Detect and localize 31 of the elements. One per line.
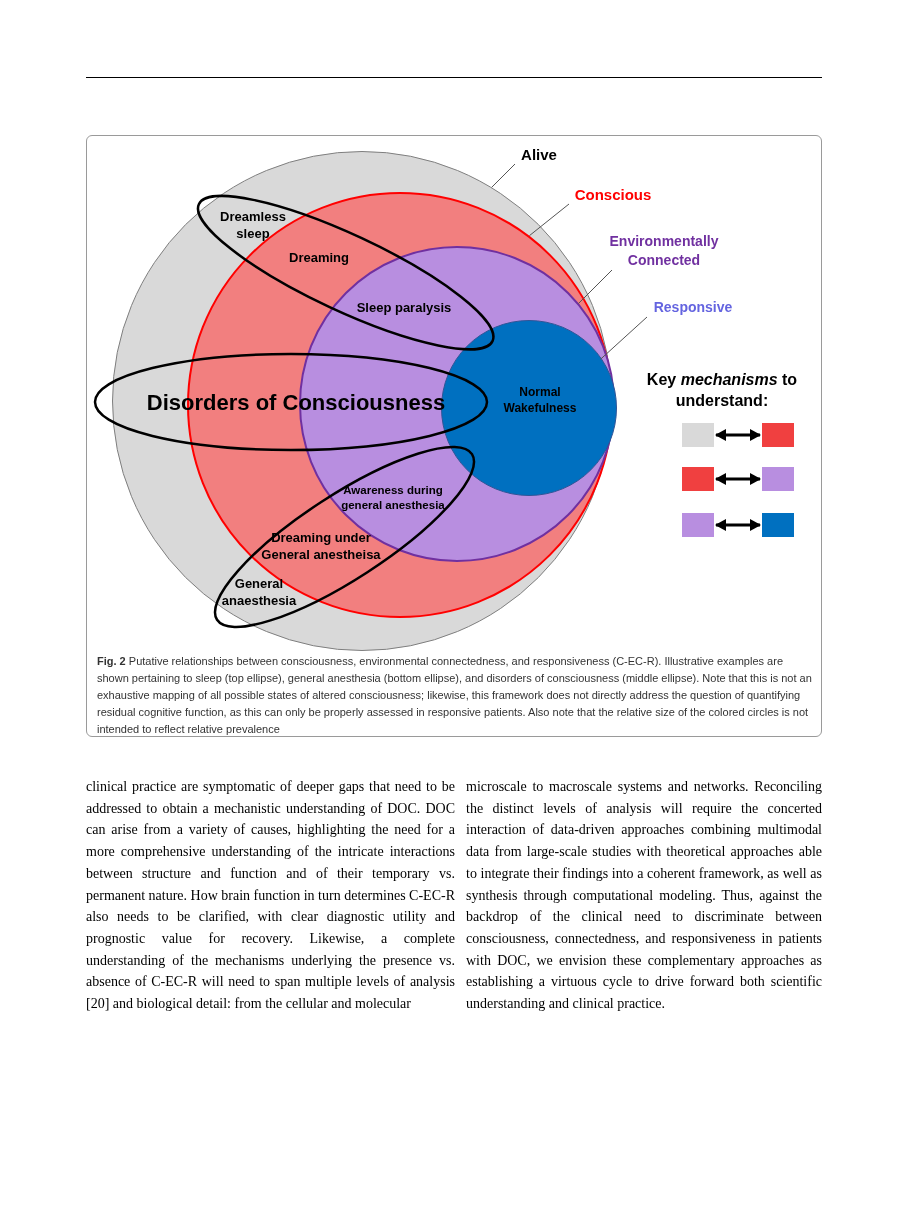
body-paragraph: clinical practice are symptomatic of deeper gaps that need to be addressed to obtain a mechanistic understanding of DOC. DOC can arise from a variety of causes, highlighting the need for a more comprehensive understanding of the intricate interactions between structure and function and of their temporary vs. permanent nature. How brain function in turn determines C-EC-R also needs to be clarified, with clear diagnostic utility and prognostic value for recovery. Likewise, a complete understanding of the mechanisms underlying the presence vs. absence of C-EC-R will need to span multiple levels of analysis [20] and biological detail: from the cellular and molecular — [86, 778, 455, 1014]
double-arrow — [715, 519, 761, 531]
region-label: Sleep paralysis — [355, 299, 453, 318]
region-name: Environmentally Connected — [599, 232, 729, 270]
ellipse-outline — [212, 444, 478, 630]
double-arrow — [715, 473, 761, 485]
color-swatch — [682, 513, 714, 537]
color-swatch — [762, 467, 794, 491]
figure-caption: Fig. 2 Putative relationships between consciousness, environmental connectedness, and responsiveness (C-EC-R). Illustrative examples are shown pertaining to sleep (top ellipse), general anesthesia (bottom ellipse), and disorders of consciousness (middle ellipse). Note that this is not an exhaustive mapping of all possible states of altered consciousness; likewise, this framework does not directly address the question of quantifying residual cognitive function, as this can only be properly assessed in responsive patients. Also note that the relative size of the colored circles is not intended to reflect relative prevalence — [97, 654, 813, 737]
leader-line — [577, 269, 613, 305]
leader-line — [528, 203, 570, 237]
color-swatch — [762, 513, 794, 537]
region-name: Responsive — [647, 297, 739, 317]
region-label: Awareness during general anesthesia — [340, 483, 446, 513]
leader-line — [599, 316, 648, 360]
region-name: Conscious — [569, 184, 657, 204]
body-paragraph: microscale to macroscale systems and networks. Reconciling the distinct levels of analysis will require the concerted interaction of data-driven approaches combining multimodal data from large-scale studies with theoretical approaches able to integrate their findings into a coherent framework, as well as synthesis through computational modeling. Thus, against the backdrop of the clinical need to discriminate between consciousness, connectedness, and responsiveness in patients with DOC, we envision these complementary approaches as establishing a virtuous cycle to drive forward both scientific understanding and clinical practice. — [466, 778, 822, 1014]
region-label: Dreaming — [288, 249, 350, 268]
double-arrow — [715, 429, 761, 441]
color-swatch — [682, 467, 714, 491]
region-label: Normal Wakefulness — [502, 384, 578, 416]
color-swatch — [762, 423, 794, 447]
color-swatch — [682, 423, 714, 447]
region-label: Dreamless sleep — [219, 208, 287, 242]
ellipse-outline — [195, 193, 497, 353]
region-label: Dreaming under General anestheisa — [260, 529, 382, 563]
leader-line — [491, 163, 516, 188]
region-name: Alive — [515, 144, 563, 164]
ellipse-outline — [92, 351, 490, 453]
key-heading: Key mechanisms to understand: — [645, 370, 799, 411]
region-label: General anaesthesia — [220, 575, 298, 609]
